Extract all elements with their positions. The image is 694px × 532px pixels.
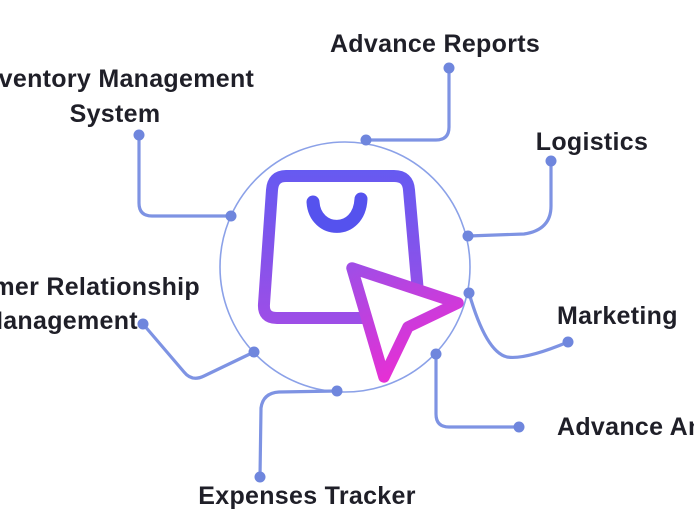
connector-inventory [137, 133, 233, 218]
feature-label-line: System [69, 100, 161, 128]
connector-dots [133, 62, 574, 483]
connector-marketing [467, 291, 570, 360]
feature-label-advance-analytics: Advance Analytics [557, 413, 694, 441]
bag-handle [306, 192, 368, 233]
feature-label-marketing: Marketing [557, 302, 678, 330]
dot-analytics-label [513, 421, 525, 433]
feature-label-line: Customer Relationship [0, 273, 200, 301]
dot-inventory-circle [225, 210, 237, 222]
connector-advance-analytics [434, 352, 521, 429]
feature-label-advance-reports: Advance Reports [329, 30, 541, 58]
cursor-arrow-icon [346, 262, 464, 383]
dot-logistics-circle [462, 230, 474, 242]
feature-label-line: Management [0, 307, 138, 335]
dot-marketing-circle [463, 287, 475, 299]
dot-logistics-label [545, 155, 557, 167]
connector-logistics [466, 159, 553, 238]
feature-label-inventory-management-system: Inventory Management System [0, 62, 254, 132]
dot-marketing-label [562, 336, 574, 348]
dot-reports-label [443, 62, 455, 74]
connector-crm [141, 322, 256, 380]
feature-label-expenses-tracker: Expenses Tracker [198, 482, 416, 510]
connector-advance-reports [364, 66, 451, 142]
feature-label-line: Inventory Management [0, 65, 255, 93]
dot-expenses-circle [331, 385, 343, 397]
connector-lines [137, 66, 570, 479]
dot-reports-circle [360, 134, 372, 146]
dot-crm-label [137, 318, 149, 330]
connector-expenses-tracker [258, 389, 339, 479]
dot-expenses-label [254, 471, 266, 483]
dot-inventory-label [133, 129, 145, 141]
feature-label-customer-relationship-management: Customer Relationship Management [0, 270, 200, 338]
dot-crm-circle [248, 346, 260, 358]
dot-analytics-circle [430, 348, 442, 360]
feature-label-logistics: Logistics [535, 128, 649, 156]
